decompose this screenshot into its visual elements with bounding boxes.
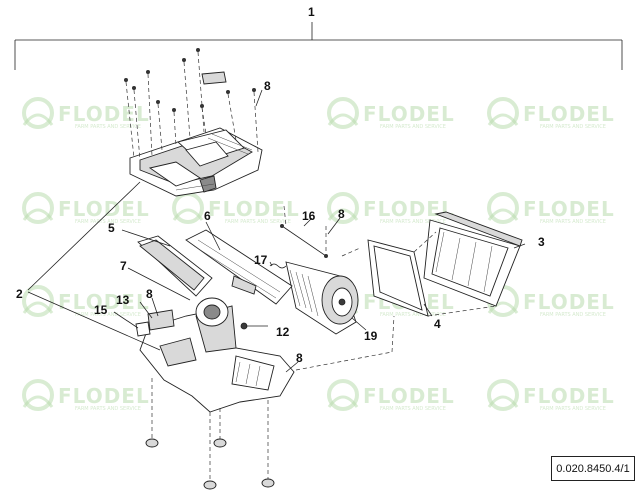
mount-foot [145,378,159,448]
drawing-reference-number: 0.020.8450.4/1 [551,456,635,481]
callout-12: 12 [276,325,290,339]
callout-8-rod: 8 [338,207,345,221]
watermark-brand: FLODEL [363,384,455,408]
watermark-logo: FLODEL FARM PARTS AND SERVICE [327,97,455,130]
callout-5: 5 [108,221,115,235]
callout-8-housing: 8 [296,351,303,365]
cover-label-plate [201,71,227,85]
callout-17: 17 [254,253,268,267]
watermark-brand: FLODEL [58,384,150,408]
watermark-tagline: FARM PARTS AND SERVICE [75,406,141,412]
watermark-logo: FLODEL FARM PARTS AND SERVICE [487,285,615,318]
watermark-brand: FLODEL [363,197,455,221]
screw [132,86,141,161]
watermark-tagline: FARM PARTS AND SERVICE [380,406,446,412]
watermark-logo: FLODEL FARM PARTS AND SERVICE [22,97,150,130]
screw [156,100,163,151]
main-housing [139,297,295,413]
screw [226,90,237,141]
watermark-logo: FLODEL FARM PARTS AND SERVICE [487,379,615,412]
screw [146,70,153,157]
screw [182,58,191,139]
watermark-logo: FLODEL FARM PARTS AND SERVICE [22,192,149,225]
callout-8-top: 8 [264,79,271,93]
watermark-tagline: FARM PARTS AND SERVICE [225,219,291,225]
watermark-tagline: FARM PARTS AND SERVICE [75,124,141,130]
spring-clip [269,263,287,269]
watermark-brand: FLODEL [523,384,615,408]
actuator-part [135,309,248,337]
callout-8-actuator: 8 [146,287,153,301]
watermark-tagline: FARM PARTS AND SERVICE [380,219,446,225]
watermark-brand: FLODEL [523,197,615,221]
screw [252,88,259,153]
callout-19: 19 [364,329,378,343]
watermark-logo: FLODEL FARM PARTS AND SERVICE [22,285,150,318]
callout-labels: 1 2 3 4 5 6 7 8 8 8 8 12 13 15 16 17 19 [16,5,545,365]
screw [124,78,135,159]
assembly-guides [295,231,497,371]
screw [172,108,177,147]
watermark-logo: FLODEL FARM PARTS AND SERVICE [172,192,300,225]
assembly-bracket [14,22,623,70]
callout-16: 16 [302,209,316,223]
watermark-brand: FLODEL [58,102,150,126]
tension-rod [280,205,328,258]
mounting-feet [145,378,275,490]
watermark-tagline: FARM PARTS AND SERVICE [75,312,141,318]
callout-15: 15 [94,303,108,317]
callout-13: 13 [116,293,130,307]
top-cover [129,127,263,197]
watermark-tagline: FARM PARTS AND SERVICE [540,312,606,318]
filter-frame [423,211,523,307]
watermark-logo: FLODEL FARM PARTS AND SERVICE [327,192,455,225]
watermark-logo: FLODEL FARM PARTS AND SERVICE [22,379,150,412]
mount-foot [261,400,275,488]
watermark-tagline: FARM PARTS AND SERVICE [380,124,446,130]
watermark-tagline: FARM PARTS AND SERVICE [380,312,446,318]
watermark-tagline: FARM PARTS AND SERVICE [540,124,606,130]
screw [200,104,207,135]
watermark-logo: FLODEL FARM PARTS AND SERVICE [487,97,615,130]
gasket [367,239,429,317]
callout-1: 1 [308,5,315,19]
callout-4: 4 [434,317,441,331]
watermark-brand: FLODEL [208,197,300,221]
watermark-brand: FLODEL [523,102,615,126]
watermark-logo: FLODEL FARM PARTS AND SERVICE [487,192,615,225]
watermark-brand: FLODEL [523,290,615,314]
callout-6: 6 [204,209,211,223]
watermark-tagline: FARM PARTS AND SERVICE [540,219,606,225]
blower-housing [285,261,359,335]
watermark-tagline: FARM PARTS AND SERVICE [540,406,606,412]
cover-screws [124,48,259,161]
watermark-tagline: FARM PARTS AND SERVICE [75,219,141,225]
watermark-brand: FLODEL [363,102,455,126]
leader-lines [27,89,526,373]
air-duct-upper [185,229,293,305]
air-duct-lower [137,235,213,297]
watermark-layer: FLODEL FARM PARTS AND SERVICE FLODEL FAR… [22,97,615,412]
mount-foot [203,412,217,490]
callout-2: 2 [16,287,23,301]
callout-3: 3 [538,235,545,249]
watermark-logo: FLODEL FARM PARTS AND SERVICE [327,379,455,412]
watermark-brand: FLODEL [58,290,150,314]
callout-7: 7 [120,259,127,273]
screw [196,48,205,133]
mount-foot [213,408,227,448]
